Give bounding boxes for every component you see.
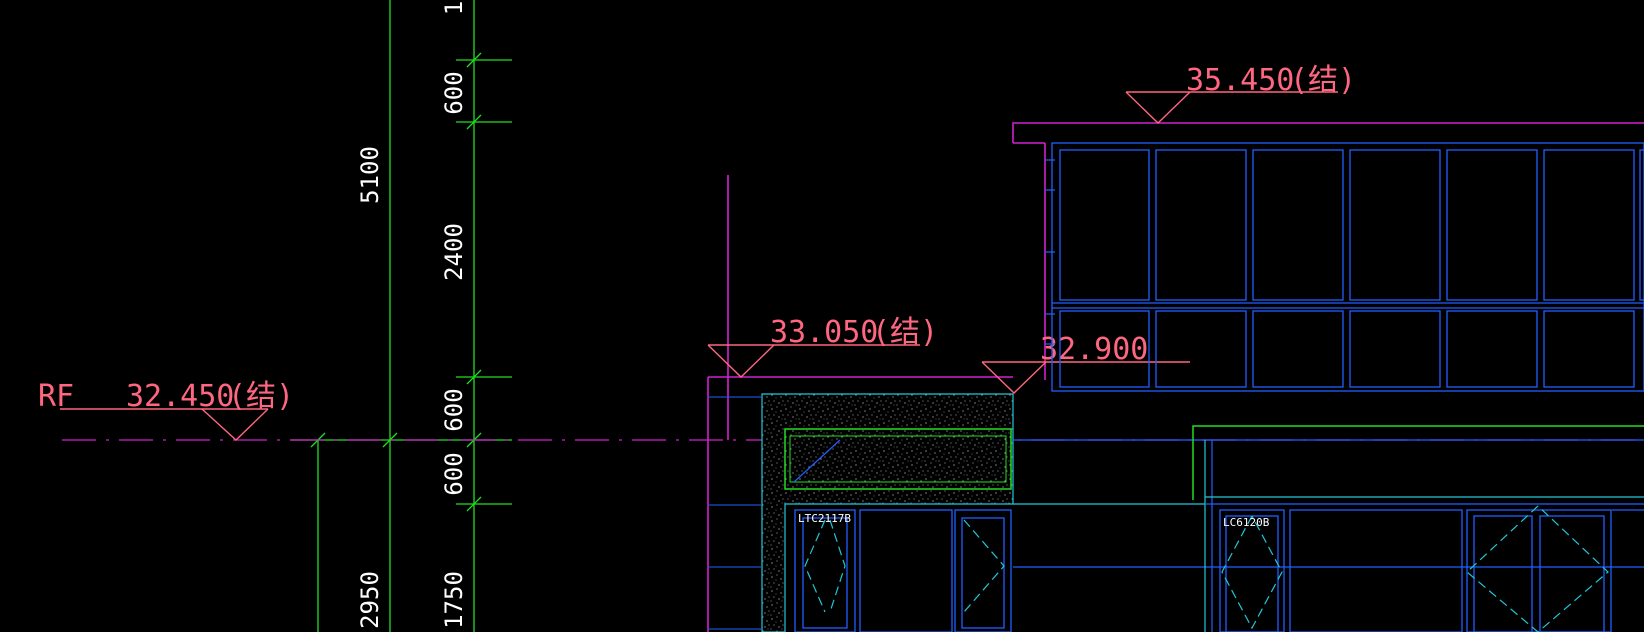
dim-text-2400: 2400	[440, 223, 468, 281]
level-33050-note: (结)	[872, 315, 938, 350]
curtain-wall-grid	[1051, 142, 1644, 392]
level-rf-label: RF	[38, 379, 74, 414]
parapet-side-ticks	[1045, 159, 1055, 345]
level-35450-note: (结)	[1290, 63, 1356, 98]
window-opening-marks-left	[804, 519, 1005, 613]
dimension-lines	[290, 0, 512, 632]
level-mark-35450	[1125, 91, 1338, 124]
dim-text-1750: 1750	[440, 571, 468, 629]
dim-text-600-mid: 600	[440, 388, 468, 431]
level-rf-note: (结)	[228, 379, 294, 414]
column-lines-left	[708, 396, 762, 630]
level-mark-rf	[60, 408, 269, 441]
level-mark-32900	[981, 361, 1190, 394]
dim-text-600-low: 600	[440, 452, 468, 495]
level-rf-value: 32.450	[126, 379, 234, 414]
window-opening-marks-right	[1221, 505, 1609, 632]
level-32900-value: 32.900	[1040, 332, 1148, 367]
window-lc6120b	[1219, 509, 1644, 632]
window-tag-left: LTC2117B	[798, 512, 851, 525]
level-35450-value: 35.450	[1186, 63, 1294, 98]
level-mark-33050	[707, 344, 920, 378]
parapet-outline	[707, 122, 1644, 632]
window-tag-right: LC6120B	[1223, 516, 1270, 529]
dim-text-5100: 5100	[356, 146, 384, 204]
level-33050-value: 33.050	[770, 315, 878, 350]
window-ltc2117b	[794, 509, 1012, 632]
dim-text-600-top: 600	[440, 71, 468, 114]
parapet-block	[761, 393, 1014, 632]
dim-text-top-partial: 1	[440, 1, 468, 15]
lower-facade-outline	[1013, 425, 1644, 632]
dim-text-2950: 2950	[356, 571, 384, 629]
